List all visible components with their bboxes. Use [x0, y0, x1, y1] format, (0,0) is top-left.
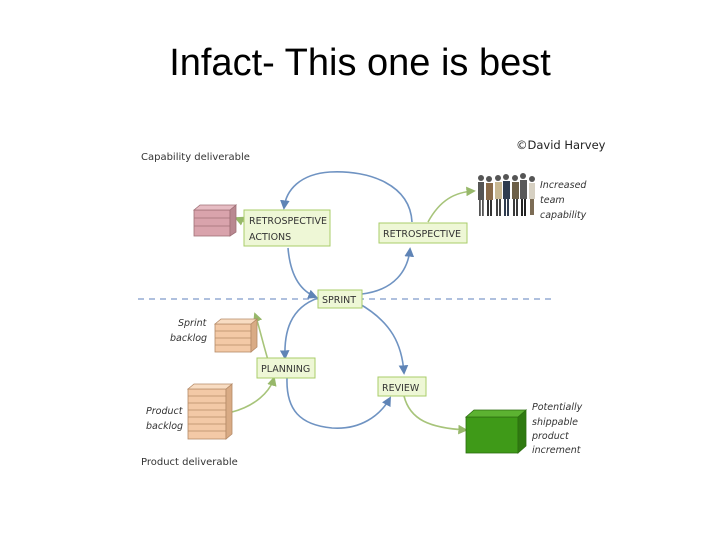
- retro-actions-line2: ACTIONS: [249, 232, 291, 243]
- arrow-retro-actions-to-sprint: [287, 247, 318, 299]
- arrow-planning-to-sprint: [286, 377, 391, 429]
- retrospective-box: RETROSPECTIVE: [378, 222, 468, 244]
- team-label-line3: capability: [540, 210, 587, 221]
- review-label: REVIEW: [382, 383, 420, 394]
- planning-label: PLANNING: [261, 364, 310, 375]
- review-box: REVIEW: [377, 376, 427, 397]
- arrow-sprint-to-planning: [279, 297, 319, 360]
- product-backlog-stack: [186, 383, 234, 440]
- arrow-retrospective-top: [280, 171, 413, 223]
- capability-section-label: Capability deliverable: [141, 152, 250, 163]
- product-increment-block: [464, 409, 528, 454]
- sprint-backlog-line1: Sprint: [178, 318, 208, 329]
- product-backlog-label: Product backlog: [146, 406, 184, 432]
- team-label-line1: Increased: [540, 180, 587, 191]
- arrow-review-to-increment: [403, 395, 468, 435]
- retro-actions-stack: [192, 204, 238, 237]
- arrow-sprint-to-review: [357, 302, 409, 375]
- retro-actions-line1: RETROSPECTIVE: [249, 216, 327, 227]
- arrow-retrospective-to-team: [427, 186, 476, 223]
- arrow-sprint-to-retrospective: [361, 247, 415, 295]
- copyright-text: ©David Harvey: [516, 138, 606, 152]
- increment-line2: shippable: [532, 417, 578, 428]
- team-people-icon: [478, 173, 535, 216]
- increment-label: Potentially shippable product increment: [531, 402, 583, 456]
- retro-actions-box: RETROSPECTIVE ACTIONS: [243, 209, 331, 247]
- increment-line1: Potentially: [532, 402, 583, 413]
- team-capability-label: Increased team capability: [540, 180, 587, 221]
- team-label-line2: team: [540, 195, 565, 206]
- increment-line3: product: [531, 431, 570, 442]
- sprint-box: SPRINT: [317, 289, 363, 309]
- arrow-planning-to-sprint-backlog: [253, 312, 269, 361]
- sprint-backlog-line2: backlog: [170, 333, 207, 344]
- sprint-label: SPRINT: [322, 295, 356, 306]
- slide-title: Infact- This one is best: [169, 42, 551, 84]
- product-backlog-line1: Product: [146, 406, 184, 417]
- sprint-backlog-stack: [213, 318, 259, 353]
- planning-box: PLANNING: [256, 357, 316, 379]
- retrospective-label: RETROSPECTIVE: [383, 229, 461, 240]
- arrow-product-backlog-to-planning: [231, 376, 277, 413]
- cycle-arrows: [279, 171, 415, 429]
- increment-line4: increment: [532, 445, 582, 456]
- product-section-label: Product deliverable: [141, 457, 238, 468]
- sprint-backlog-label: Sprint backlog: [170, 318, 208, 344]
- product-backlog-line2: backlog: [146, 421, 183, 432]
